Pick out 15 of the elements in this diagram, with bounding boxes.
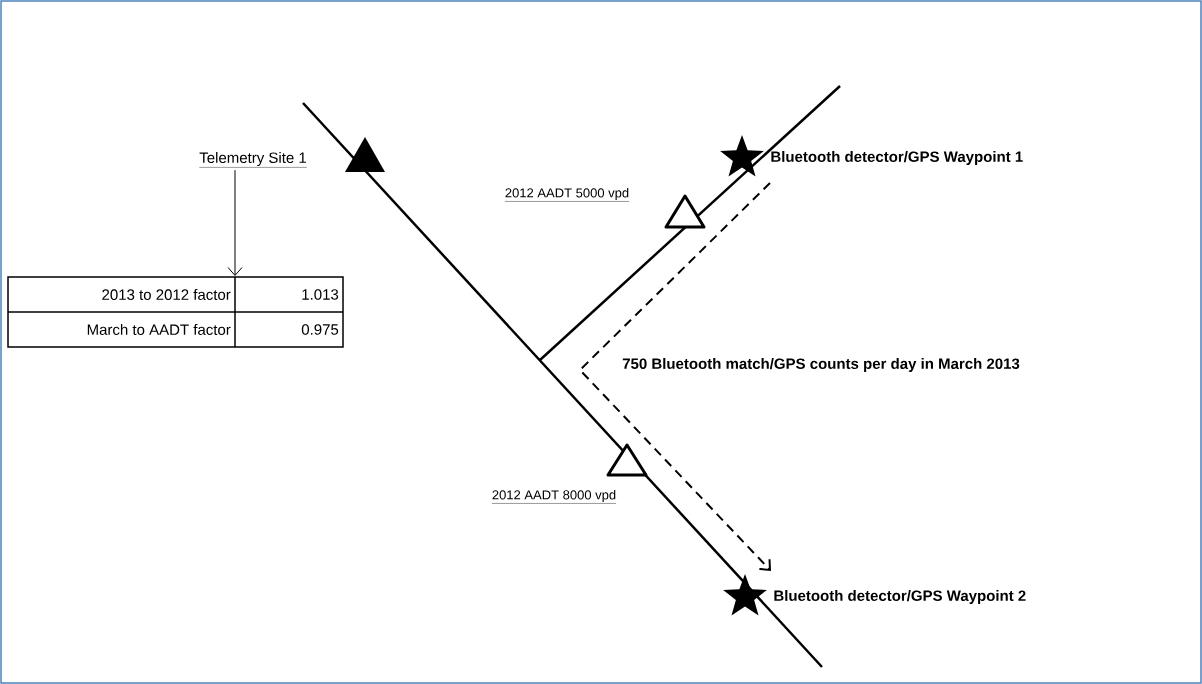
table-cell: March to AADT factor [87, 324, 231, 335]
table-cell: 0.975 [301, 324, 339, 335]
waypoint-label: Bluetooth detector/GPS Waypoint 1 [771, 151, 1023, 165]
site-label: Telemetry Site 1 [199, 152, 307, 168]
factor-table [7, 276, 344, 348]
waypoint-star [723, 574, 767, 616]
table-cell: 2013 to 2012 factor [102, 289, 231, 300]
waypoint-star [720, 135, 764, 177]
arrow [227, 169, 243, 276]
edge-label: 750 Bluetooth match/GPS counts per day in March 2013 [620, 356, 1022, 374]
traffic-count-label: 2012 AADT 8000 vpd [491, 489, 617, 504]
traffic-count-label: 2012 AADT 5000 vpd [504, 187, 630, 202]
arrow [578, 182, 771, 571]
waypoint-label: Bluetooth detector/GPS Waypoint 2 [774, 590, 1026, 604]
table-cell: 1.013 [302, 289, 339, 300]
